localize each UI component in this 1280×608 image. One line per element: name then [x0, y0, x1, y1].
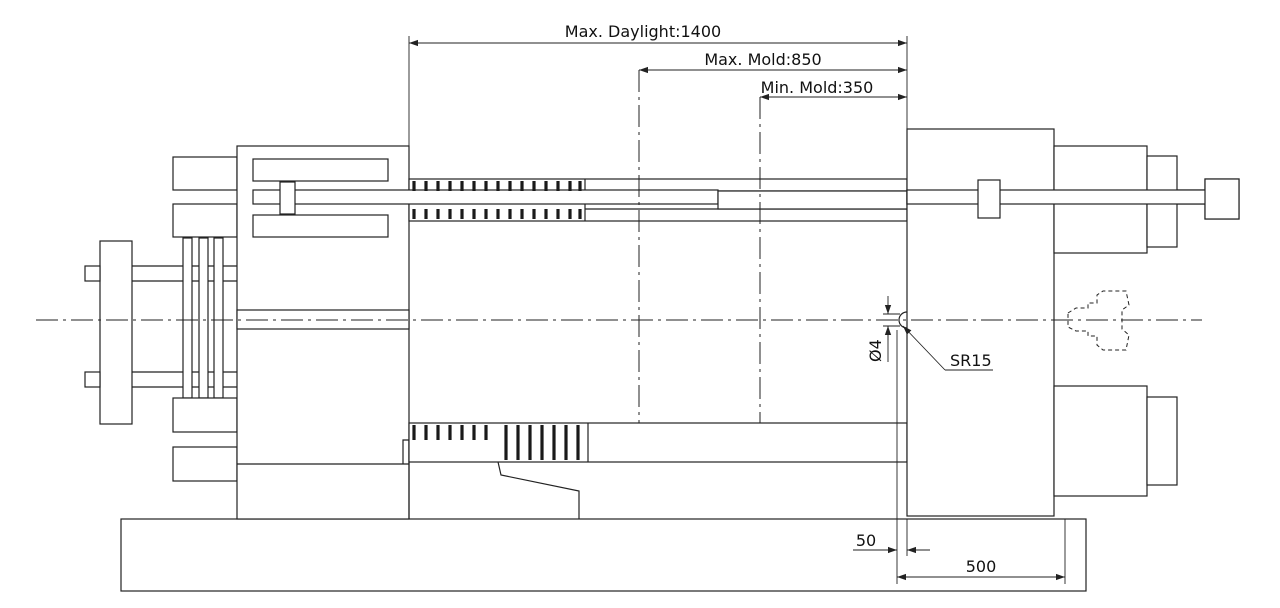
rear-cylinder-assembly	[84, 156, 238, 482]
lower-thread-teeth	[412, 425, 580, 460]
max-mold-label: Max. Mold:850	[704, 50, 821, 69]
machine-base	[120, 518, 1087, 592]
max-daylight-label: Max. Daylight:1400	[565, 22, 721, 41]
upper-thread-teeth	[412, 181, 582, 219]
lower-tie-bar	[408, 422, 908, 463]
daylight-dimensions	[408, 36, 908, 146]
nozzle-phantom-outline	[1067, 290, 1130, 351]
min-mold-label: Min. Mold:350	[761, 78, 874, 97]
nozzle-radius-label: SR15	[950, 351, 992, 370]
platen-500-label: 500	[966, 557, 997, 576]
offset-50-label: 50	[856, 531, 876, 550]
rear-platen	[236, 145, 410, 520]
nozzle-seat-detail	[883, 296, 993, 371]
injection-unit	[906, 145, 1240, 497]
nozzle-hole-label: Ø4	[866, 339, 885, 362]
bottom-dimensions	[853, 330, 1066, 584]
